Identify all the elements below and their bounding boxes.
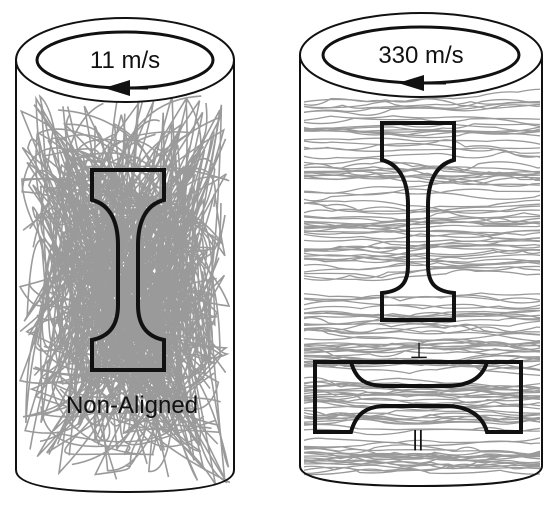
aligned-fiber [304, 226, 540, 238]
aligned-fiber [304, 244, 540, 257]
aligned-fiber [304, 243, 540, 255]
aligned-fiber [304, 453, 540, 462]
aligned-fiber [304, 88, 540, 106]
random-fiber [33, 104, 226, 406]
aligned-fiber [304, 348, 540, 358]
aligned-fiber [304, 423, 540, 432]
aligned-fiber [304, 416, 540, 426]
aligned-fiber [304, 303, 540, 312]
aligned-fiber [304, 294, 540, 304]
aligned-fiber [304, 381, 540, 396]
aligned-fiber [304, 336, 540, 353]
aligned-fiber [304, 176, 540, 186]
aligned-fiber [304, 103, 540, 116]
aligned-fiber [304, 174, 540, 183]
aligned-fiber [304, 431, 540, 444]
right-horizontal-dogbone-specimen [313, 360, 523, 434]
aligned-fiber [304, 387, 540, 396]
aligned-fiber [304, 224, 540, 235]
aligned-fiber [304, 312, 540, 324]
left-fiber-label: Non-Aligned [66, 392, 198, 419]
aligned-fiber [304, 257, 540, 265]
random-fiber [44, 208, 224, 445]
aligned-fiber [304, 98, 540, 110]
right-vertical-dogbone-specimen [380, 121, 456, 322]
left-speed-label: 11 m/s [90, 47, 160, 74]
aligned-fiber [304, 137, 540, 147]
aligned-fiber [304, 253, 540, 262]
aligned-fiber [304, 167, 540, 177]
aligned-fiber [304, 399, 540, 411]
aligned-fiber [304, 326, 540, 336]
aligned-fiber [304, 98, 540, 114]
aligned-fiber [304, 269, 540, 282]
aligned-fiber [304, 340, 540, 354]
random-fiber [33, 94, 184, 377]
right-rotation-arrow-icon [398, 75, 446, 91]
aligned-fiber [304, 377, 540, 389]
aligned-fiber [304, 191, 540, 202]
aligned-fiber [304, 199, 540, 214]
aligned-fiber [304, 122, 540, 132]
aligned-fiber [304, 216, 540, 228]
aligned-fiber [304, 409, 540, 425]
left-random-fibers [18, 94, 230, 485]
aligned-fiber [304, 199, 540, 215]
right-aligned-fibers [304, 88, 540, 476]
aligned-fiber [304, 129, 540, 137]
random-fiber [74, 95, 230, 415]
left-rotation-arrow-icon [104, 80, 148, 96]
aligned-fiber [304, 413, 540, 423]
aligned-fiber [304, 219, 540, 230]
aligned-fiber [304, 354, 540, 373]
aligned-fiber [304, 148, 540, 160]
perpendicular-label: ⊥ [409, 338, 428, 363]
left-cylinder: 11 m/s Non-Aligned [15, 17, 235, 494]
aligned-fiber [304, 450, 540, 459]
left-dogbone-specimen [90, 168, 166, 372]
left-cylinder-body [15, 60, 235, 494]
aligned-fiber [304, 139, 540, 151]
aligned-fiber [304, 320, 540, 332]
aligned-fiber [304, 393, 540, 403]
aligned-fiber [304, 174, 540, 189]
aligned-fiber [304, 406, 540, 418]
right-cylinder: 330 m/s ⊥ || [299, 12, 543, 488]
aligned-fiber [304, 161, 540, 174]
aligned-fiber [304, 400, 540, 416]
aligned-fiber [304, 460, 540, 467]
aligned-fiber [304, 237, 540, 252]
aligned-fiber [304, 460, 540, 472]
aligned-fiber [304, 257, 540, 274]
right-cylinder-body [299, 55, 543, 488]
parallel-label: || [412, 426, 423, 451]
aligned-fiber [304, 248, 540, 257]
aligned-fiber [304, 451, 540, 462]
aligned-fiber [304, 358, 540, 375]
aligned-fiber [304, 157, 540, 174]
aligned-fiber [304, 225, 540, 236]
aligned-fiber [304, 229, 540, 240]
aligned-fiber [304, 161, 540, 186]
aligned-fiber [304, 115, 540, 126]
right-speed-label: 330 m/s [378, 42, 463, 69]
aligned-fiber [304, 440, 540, 448]
aligned-fiber [304, 124, 540, 136]
aligned-fiber [304, 322, 540, 335]
aligned-fiber [304, 188, 540, 196]
aligned-fiber [304, 346, 540, 358]
aligned-fiber [304, 202, 540, 219]
aligned-fiber [304, 311, 540, 319]
